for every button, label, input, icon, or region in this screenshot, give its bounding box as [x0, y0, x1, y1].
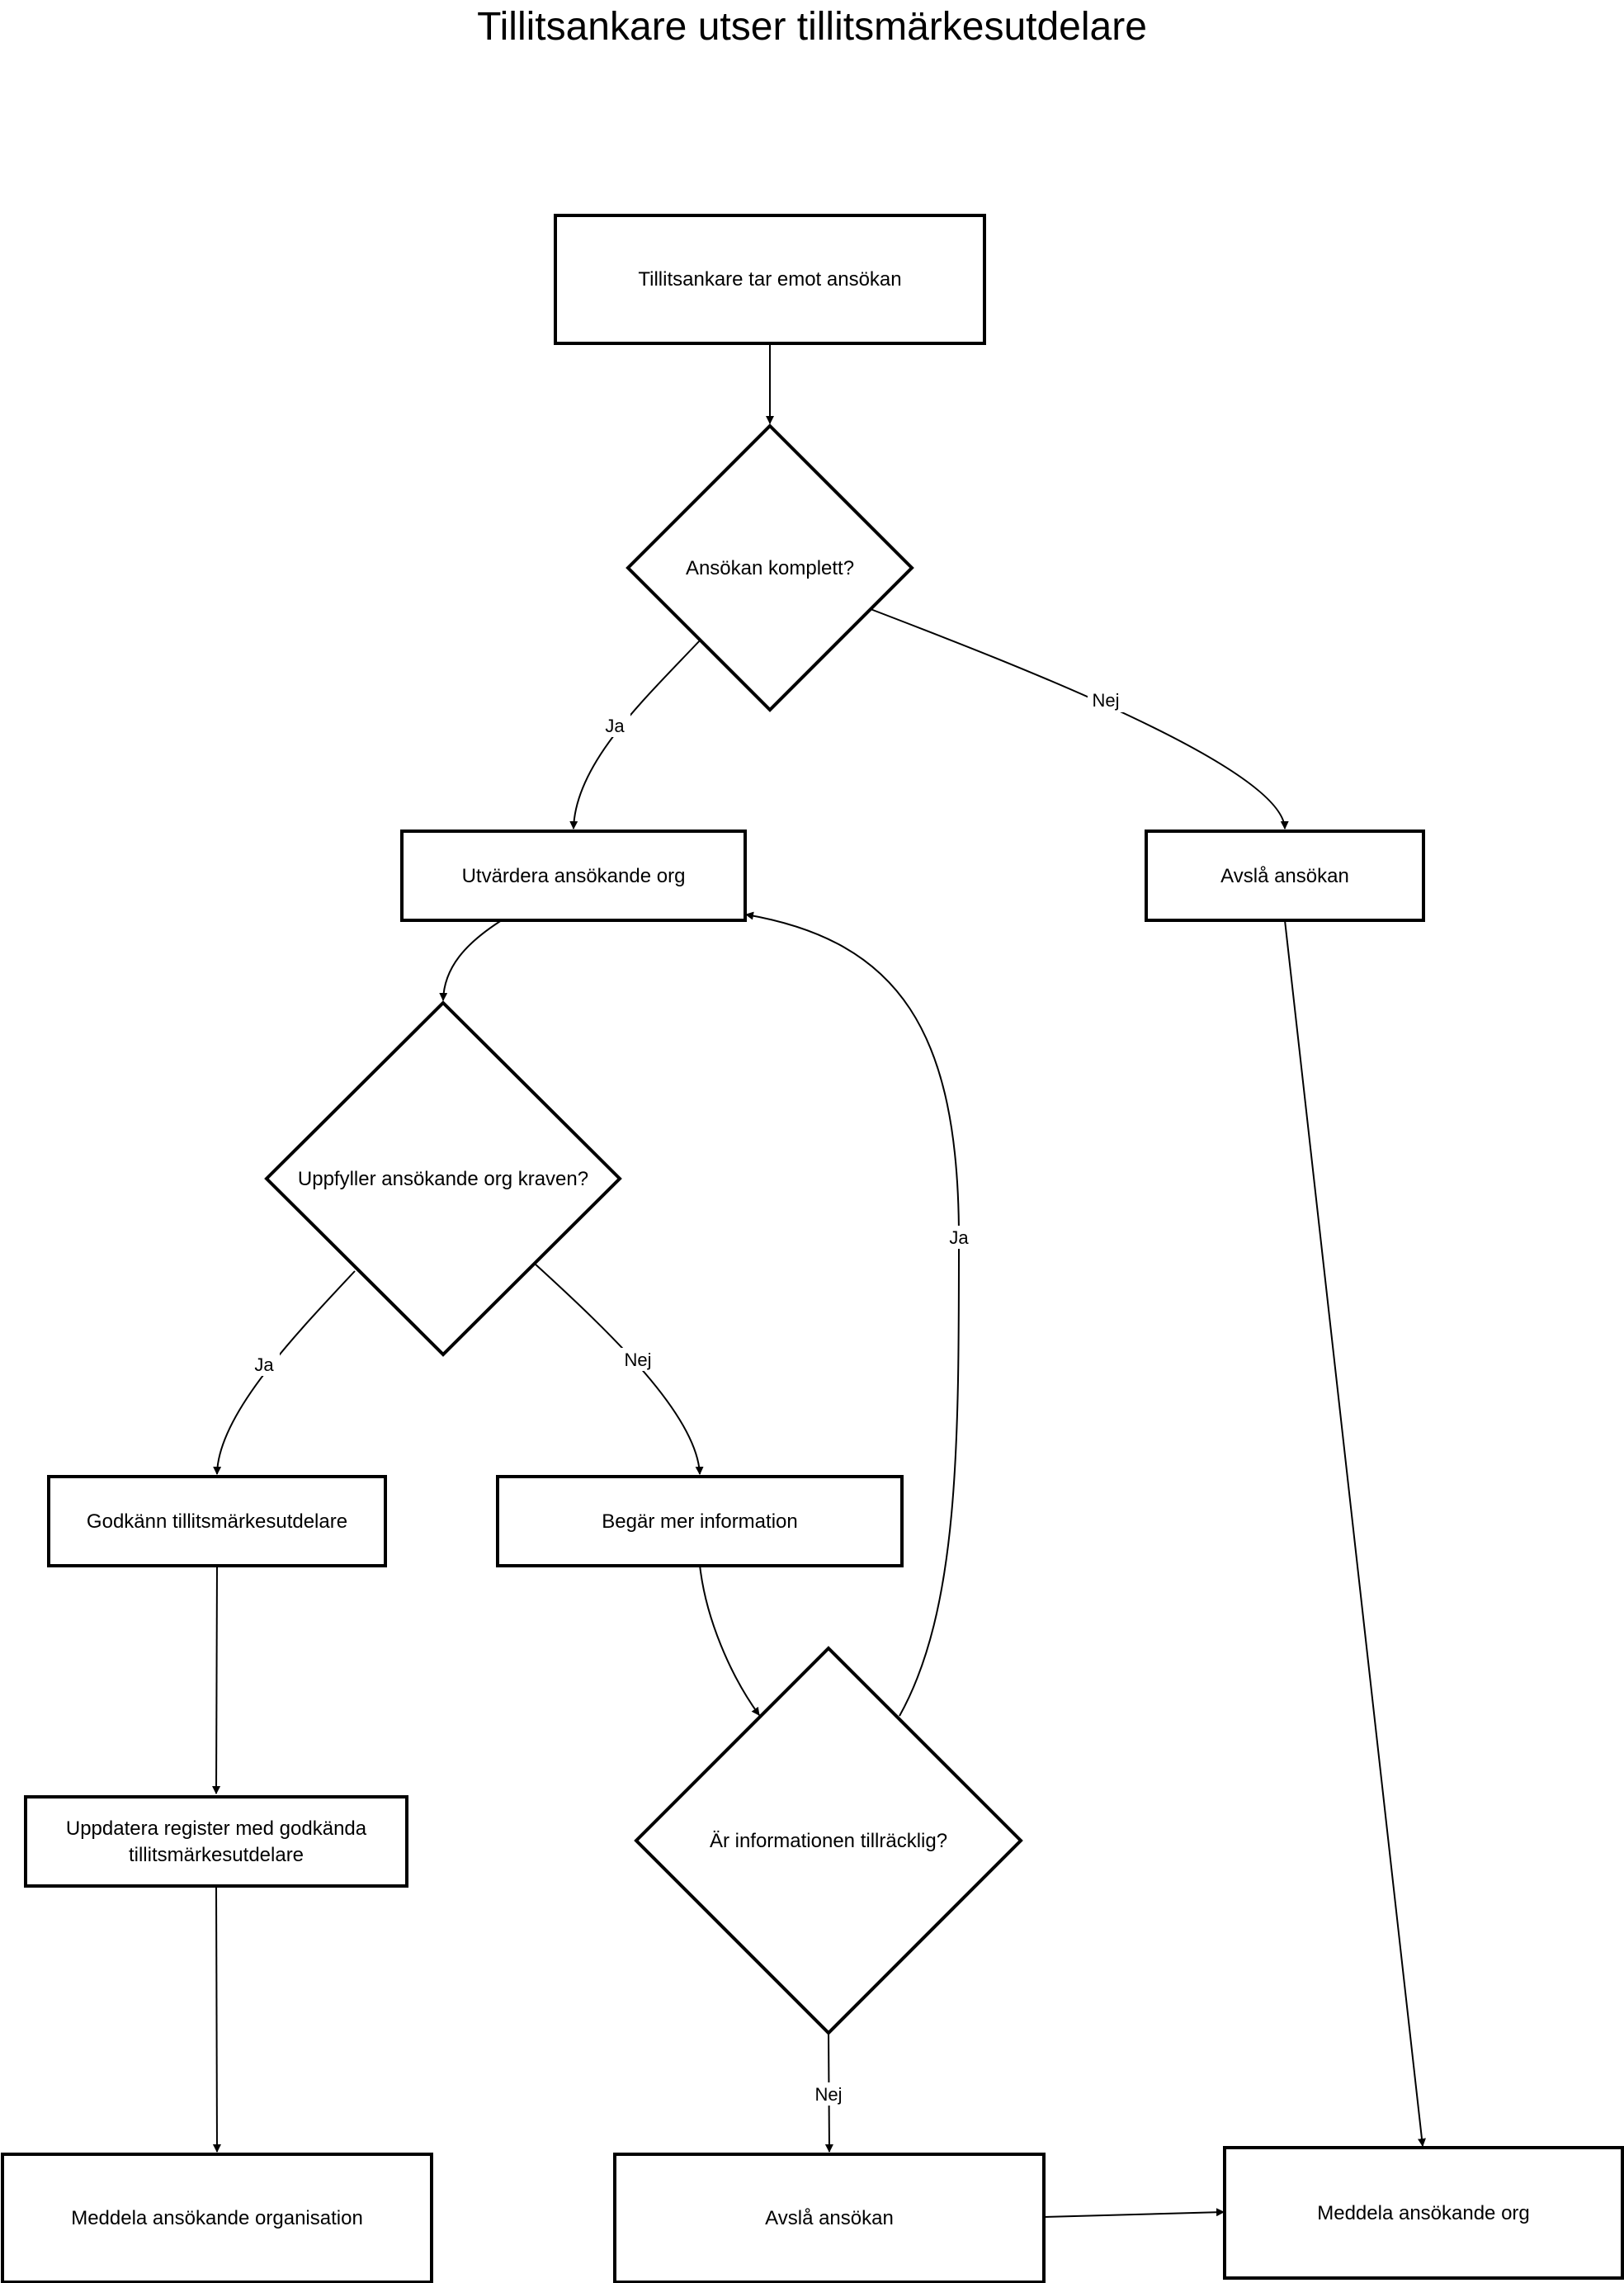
- node-label: Är informationen tillräcklig?: [710, 1830, 947, 1852]
- node-label: Meddela ansökande org: [1317, 2202, 1530, 2224]
- node-label: Begär mer information: [602, 1510, 797, 1533]
- edge-labels: Ja Nej Ja Nej Ja Nej: [248, 689, 1126, 2106]
- edge-label-complete-no: Nej: [1092, 690, 1119, 711]
- edge-update-to-notify: [212, 1885, 221, 2153]
- node-update-register: Uppdatera register med godkända tillitsm…: [24, 1795, 408, 1888]
- node-notify-org-organisation: Meddela ansökande organisation: [1, 2153, 433, 2283]
- edge-meets-to-request: [534, 1263, 704, 1475]
- edge-complete-to-reject: [870, 608, 1289, 830]
- node-receive-application: Tillitsankare tar emot ansökan: [554, 214, 986, 345]
- edge-evaluate-to-meets: [439, 918, 505, 1001]
- edge-label-sufficient-no: Nej: [814, 2084, 842, 2105]
- node-label: Uppfyller ansökande org kraven?: [298, 1168, 588, 1190]
- node-label: Tillitsankare tar emot ansökan: [638, 268, 901, 291]
- edge-label-sufficient-yes: Ja: [949, 1227, 969, 1248]
- node-label: Avslå ansökan: [765, 2207, 894, 2229]
- edge-request-to-sufficient: [699, 1564, 760, 1716]
- node-evaluate-org: Utvärdera ansökande org: [400, 830, 747, 922]
- nodes: Tillitsankare tar emot ansökan Ansökan k…: [1, 214, 1624, 2283]
- node-label: Godkänn tillitsmärkesutdelare: [87, 1510, 347, 1533]
- edge-label-meets-yes: Ja: [254, 1354, 274, 1375]
- node-request-more-info: Begär mer information: [496, 1475, 904, 1567]
- node-info-sufficient-decision: Är informationen tillräcklig?: [634, 1646, 1023, 2035]
- node-label-line-2: tillitsmärkesutdelare: [129, 1844, 304, 1866]
- diagram-title: Tillitsankare utser tillitsmärkesutdelar…: [477, 5, 1147, 49]
- edge-sufficient-to-evaluate: [745, 911, 961, 1717]
- node-meets-requirements-decision: Uppfyller ansökande org kraven?: [264, 1000, 622, 1357]
- edge-meets-to-approve: [213, 1270, 356, 1475]
- edge-label-complete-yes: Ja: [605, 716, 625, 736]
- node-reject-application-incomplete: Avslå ansökan: [1145, 830, 1425, 922]
- edge-reject-to-notify: [1284, 919, 1426, 2147]
- node-label-line-1: Uppdatera register med godkända: [66, 1817, 367, 1840]
- edge-approve-to-update: [212, 1564, 221, 1794]
- node-notify-org: Meddela ansökande org: [1223, 2146, 1624, 2280]
- edge-complete-to-evaluate: [569, 639, 701, 830]
- edge-reject2-to-notify: [1043, 2208, 1225, 2218]
- node-approve-issuer: Godkänn tillitsmärkesutdelare: [47, 1475, 387, 1567]
- node-label: Ansökan komplett?: [686, 557, 854, 579]
- node-label: Utvärdera ansökande org: [462, 865, 686, 887]
- node-reject-application-insufficient: Avslå ansökan: [613, 2153, 1046, 2283]
- node-label: Meddela ansökande organisation: [71, 2207, 363, 2229]
- edge-label-meets-no: Nej: [624, 1349, 651, 1370]
- node-application-complete-decision: Ansökan komplett?: [626, 423, 914, 712]
- node-label: Avslå ansökan: [1220, 865, 1349, 887]
